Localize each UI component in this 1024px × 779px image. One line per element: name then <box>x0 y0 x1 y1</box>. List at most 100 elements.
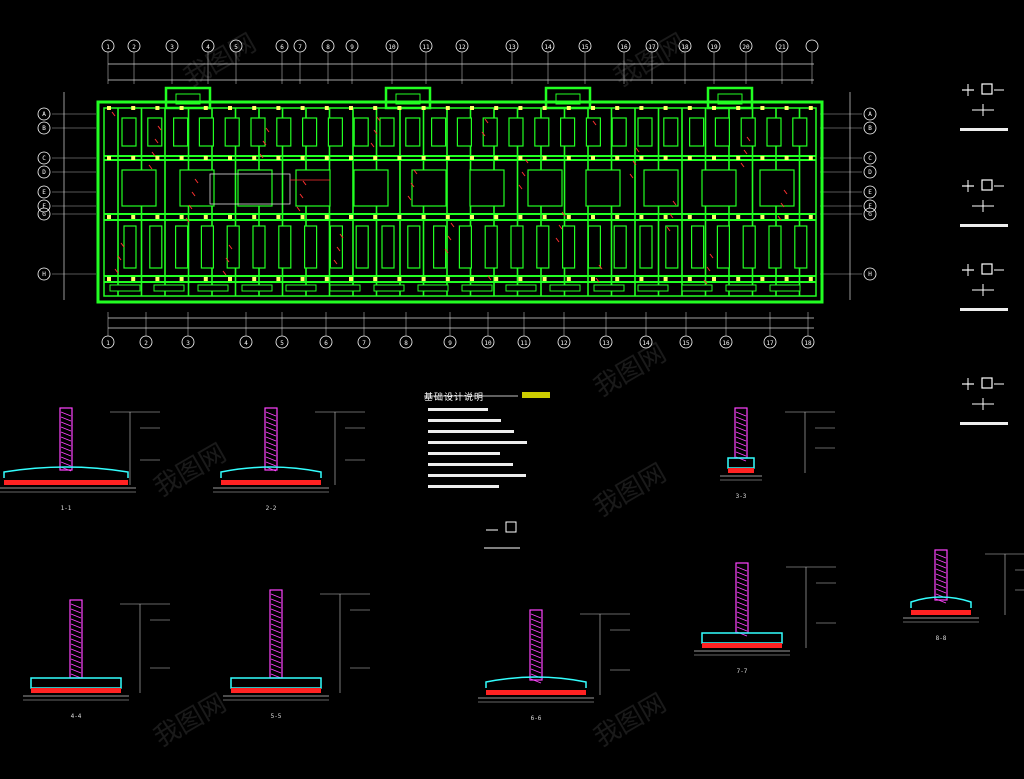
room-opening <box>792 117 808 147</box>
room-opening <box>688 117 705 147</box>
room-opening <box>355 225 369 269</box>
annotation-mark <box>706 266 711 272</box>
wall-hatch <box>270 663 282 669</box>
wall-hatch <box>265 446 277 452</box>
grid-bubble-right <box>863 107 877 121</box>
note-line <box>428 463 513 466</box>
column-dot <box>712 277 716 281</box>
wall-section <box>529 609 543 681</box>
grid-bubble-left <box>37 185 51 199</box>
column-dot <box>252 215 257 219</box>
column-dot <box>421 106 426 110</box>
grid-label-right: D <box>868 169 872 176</box>
column-dot <box>179 106 184 110</box>
wall-hatch <box>60 446 72 452</box>
wall-hatch <box>270 623 282 629</box>
room-opening <box>637 117 653 147</box>
grid-label-bottom: 8 <box>404 340 408 347</box>
annotation-mark <box>262 140 267 146</box>
annotation-mark <box>703 279 708 285</box>
annotation-mark <box>410 182 415 188</box>
wall-hatch <box>530 638 542 644</box>
footing-base <box>31 688 121 693</box>
strip-footing <box>153 284 185 292</box>
notes-title: 基础设计说明 <box>424 393 485 403</box>
grid-label-left: H <box>42 271 46 278</box>
column-dot <box>494 106 499 110</box>
partition <box>209 173 291 205</box>
annotation-mark <box>114 268 119 274</box>
column-dot <box>760 156 765 160</box>
room-opening <box>561 225 576 269</box>
annotation-mark <box>447 235 452 241</box>
column-dot <box>736 156 741 160</box>
wall-hatch <box>735 441 747 447</box>
wall-hatch <box>935 558 947 564</box>
grid-bubble-right <box>863 185 877 199</box>
grid-label-left: B <box>42 125 46 132</box>
stair-bump-inner <box>395 93 421 105</box>
column-dot <box>373 215 378 219</box>
note-line <box>428 441 527 444</box>
column-dot <box>542 215 547 219</box>
grid-label-bottom: 2 <box>144 340 148 347</box>
wall-hatch <box>735 426 747 432</box>
annotation-mark <box>148 164 153 170</box>
annotation-mark <box>376 116 381 122</box>
column-dot <box>518 277 523 281</box>
grid-label-top: 15 <box>581 44 589 51</box>
grid-bubble-right <box>863 151 877 165</box>
column-dot <box>276 156 281 160</box>
wall-hatch <box>530 633 542 639</box>
wall-hatch <box>70 633 82 639</box>
column-dot <box>566 106 571 110</box>
stair-bump-inner <box>555 93 581 105</box>
grid-label-left: A <box>42 111 46 118</box>
column-dot <box>470 277 474 281</box>
column-dot <box>518 215 523 219</box>
grid-label-bottom: 17 <box>766 340 774 347</box>
column-dot <box>349 156 353 160</box>
footing-base <box>728 468 754 473</box>
annotation-mark <box>521 171 526 177</box>
annotation-mark <box>672 200 677 206</box>
room-opening <box>585 169 621 207</box>
section-label: 8-8 <box>936 635 947 642</box>
column-dot <box>421 156 426 160</box>
column-dot <box>591 277 595 281</box>
annotation-mark <box>120 242 125 248</box>
grid-label-top: 5 <box>234 44 238 51</box>
room-opening <box>690 225 705 269</box>
annotation-mark <box>259 153 264 159</box>
notes-block <box>424 392 550 488</box>
wall-hatch <box>530 653 542 659</box>
wall-hatch <box>70 658 82 664</box>
column-dot <box>736 106 741 110</box>
room-opening <box>224 117 240 147</box>
section-label: 7-7 <box>737 668 748 675</box>
column-dot <box>639 156 644 160</box>
column-dot <box>566 215 571 219</box>
legend-caption <box>960 224 1008 227</box>
strip-footing <box>725 284 757 292</box>
column-dot <box>373 277 378 281</box>
grid-bubble-right <box>863 121 877 135</box>
room-opening <box>295 169 331 207</box>
annotation-mark <box>524 158 529 164</box>
column-dot <box>252 106 257 110</box>
column-dot <box>324 106 329 110</box>
room-opening <box>121 117 137 147</box>
room-opening <box>665 225 679 269</box>
wall-hatch <box>70 608 82 614</box>
stair-bump <box>544 86 592 110</box>
annotation-mark <box>154 138 159 144</box>
room-opening <box>433 225 447 269</box>
column-dot <box>494 156 499 160</box>
wall-hatch <box>935 598 947 604</box>
wall-hatch <box>736 586 748 592</box>
annotation-mark <box>484 118 489 124</box>
wall-hatch <box>530 648 542 654</box>
grid-label-top: 3 <box>170 44 174 51</box>
column-dot <box>784 156 789 160</box>
